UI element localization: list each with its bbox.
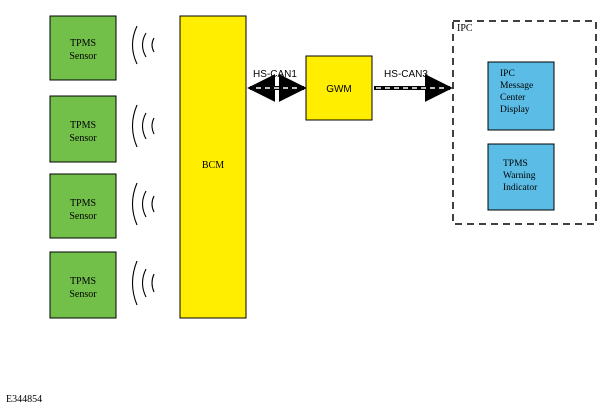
- sensor-label-line2: Sensor: [69, 211, 97, 222]
- message-center-line4: Display: [500, 105, 530, 115]
- sensor-box: [49, 251, 117, 319]
- sensor-box: [49, 173, 117, 239]
- bcm-module: BCM: [179, 15, 247, 319]
- tpms-sensor-4: TPMS Sensor: [49, 251, 117, 319]
- sensor-label-line1: TPMS: [70, 38, 96, 49]
- gwm-label: GWM: [326, 84, 352, 95]
- radio-waves-icon: [131, 25, 155, 65]
- sensor-box: [49, 15, 117, 81]
- ipc-message-center-display: IPC Message Center Display: [487, 61, 555, 131]
- message-center-line1: IPC: [500, 69, 515, 79]
- message-center-box: [487, 61, 555, 131]
- sensor-label-line1: TPMS: [70, 276, 96, 287]
- radio-waves-icon: [131, 260, 155, 306]
- warning-indicator-box: [487, 143, 555, 211]
- hs-can1-bus: HS-CAN1: [247, 69, 307, 102]
- sensor-label-line1: TPMS: [70, 120, 96, 131]
- figure-id: E344854: [6, 394, 42, 405]
- tpms-sensor-1: TPMS Sensor: [49, 15, 117, 81]
- message-center-line3: Center: [500, 93, 526, 103]
- gwm-box: [305, 55, 373, 121]
- bcm-box: [179, 15, 247, 319]
- warning-indicator-line3: Indicator: [503, 183, 538, 193]
- radio-waves-icon: [131, 182, 155, 226]
- sensor-box: [49, 95, 117, 163]
- sensor-label-line2: Sensor: [69, 133, 97, 144]
- bcm-label: BCM: [202, 160, 224, 171]
- tpms-sensor-3: TPMS Sensor: [49, 173, 117, 239]
- warning-indicator-line1: TPMS: [503, 159, 528, 169]
- hs-can3-bus: HS-CAN3: [374, 69, 453, 102]
- radio-waves-icon: [131, 104, 155, 148]
- gwm-module: GWM: [305, 55, 373, 121]
- sensor-label-line2: Sensor: [69, 51, 97, 62]
- sensor-label-line2: Sensor: [69, 289, 97, 300]
- tpms-warning-indicator: TPMS Warning Indicator: [487, 143, 555, 211]
- ipc-module: IPC IPC Message Center Display TPMS Warn…: [452, 20, 597, 225]
- tpms-sensor-2: TPMS Sensor: [49, 95, 117, 163]
- ipc-label: IPC: [457, 23, 473, 34]
- warning-indicator-line2: Warning: [503, 171, 536, 181]
- message-center-line2: Message: [500, 81, 533, 91]
- hs-can1-label: HS-CAN1: [253, 69, 297, 80]
- ipc-dashed-border: [452, 20, 597, 225]
- hs-can3-label: HS-CAN3: [384, 69, 428, 80]
- sensor-label-line1: TPMS: [70, 198, 96, 209]
